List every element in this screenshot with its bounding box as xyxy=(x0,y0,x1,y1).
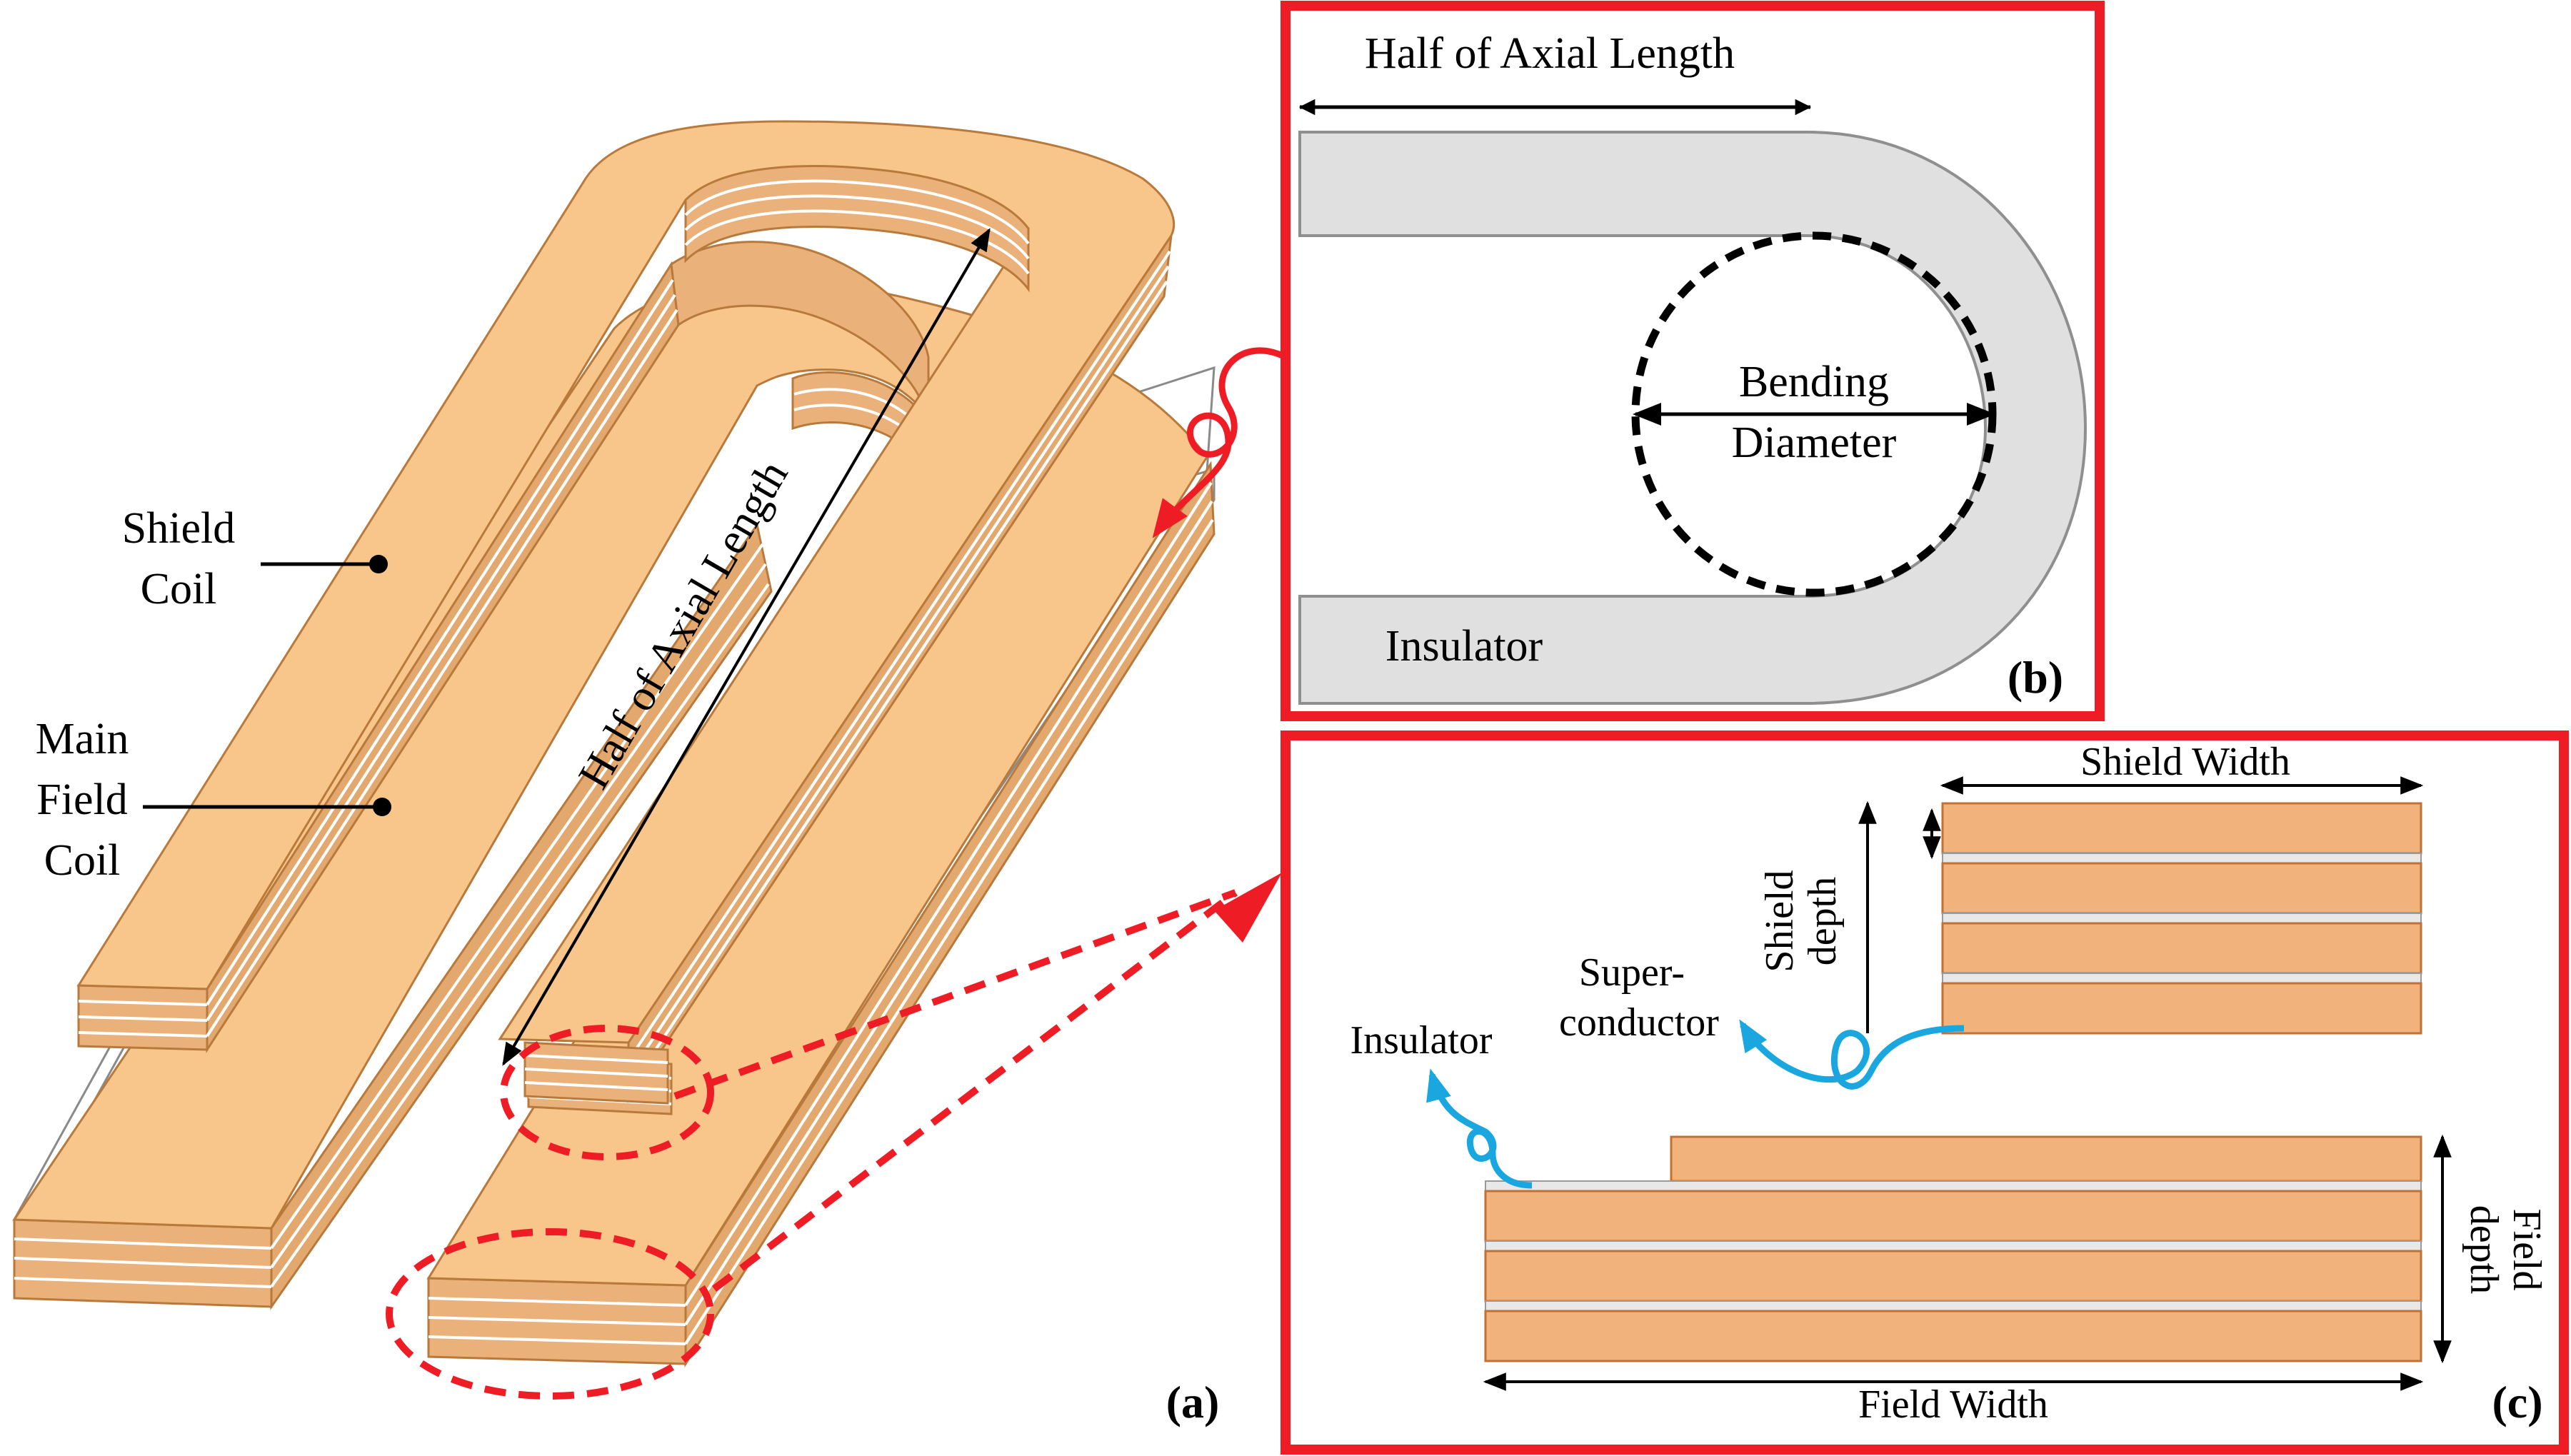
superconductor-label-1: Super- xyxy=(1579,950,1685,995)
insulator-bend xyxy=(1298,131,2088,705)
shield-section-highlight xyxy=(500,1025,714,1160)
main-leader-dot xyxy=(373,798,391,816)
shield-leader-dot xyxy=(369,555,388,573)
main-coil-label-1: Main xyxy=(36,715,129,763)
field-section-highlight xyxy=(386,1228,714,1400)
bending-label-2: Diameter xyxy=(1732,418,1897,467)
field-depth-label-1: Field xyxy=(2505,1208,2549,1290)
main-coil-label-2: Field xyxy=(36,775,127,824)
superconductor-label-2: conductor xyxy=(1559,1000,1719,1045)
axial-length-label-b: Half of Axial Length xyxy=(1365,29,1735,78)
main-coil-label-3: Coil xyxy=(44,836,121,885)
panel-b: Half of Axial Length Bending Diameter In… xyxy=(1281,1,2105,721)
bending-label-1: Bending xyxy=(1739,358,1889,406)
bend-callout-arrow xyxy=(1152,347,1288,538)
field-width-label: Field Width xyxy=(1858,1382,2048,1427)
panel-a-tag: (a) xyxy=(1166,1377,1220,1427)
shield-coil-label-2: Coil xyxy=(141,565,217,613)
field-depth-label-2: depth xyxy=(2462,1205,2506,1294)
axial-length-arrow xyxy=(502,228,991,1066)
insulator-label-c: Insulator xyxy=(1350,1018,1492,1063)
section-callout-arrowhead xyxy=(1214,873,1282,943)
insulator-label-b: Insulator xyxy=(1385,622,1543,671)
shield-depth-label-1: Shield xyxy=(1758,870,1802,972)
section-callout-lines xyxy=(673,889,1238,1292)
shield-coil-label-1: Shield xyxy=(122,504,235,553)
panel-b-tag: (b) xyxy=(2008,652,2063,703)
shield-depth-label-2: depth xyxy=(1800,877,1845,965)
panel-a: Half of Axial Length Shield Coil Main Fi… xyxy=(12,120,1288,1427)
panel-c-tag: (c) xyxy=(2492,1377,2542,1427)
shield-cross-section xyxy=(1941,802,2422,1035)
superconductor-callout-arrow xyxy=(1739,1019,1965,1090)
field-cross-section xyxy=(1484,1135,2422,1362)
shield-width-label: Shield Width xyxy=(2080,740,2290,784)
insulator-callout-arrow xyxy=(1426,1068,1533,1189)
panel-c: Shield Width Shield depth Field depth Fi… xyxy=(1281,730,2569,1455)
